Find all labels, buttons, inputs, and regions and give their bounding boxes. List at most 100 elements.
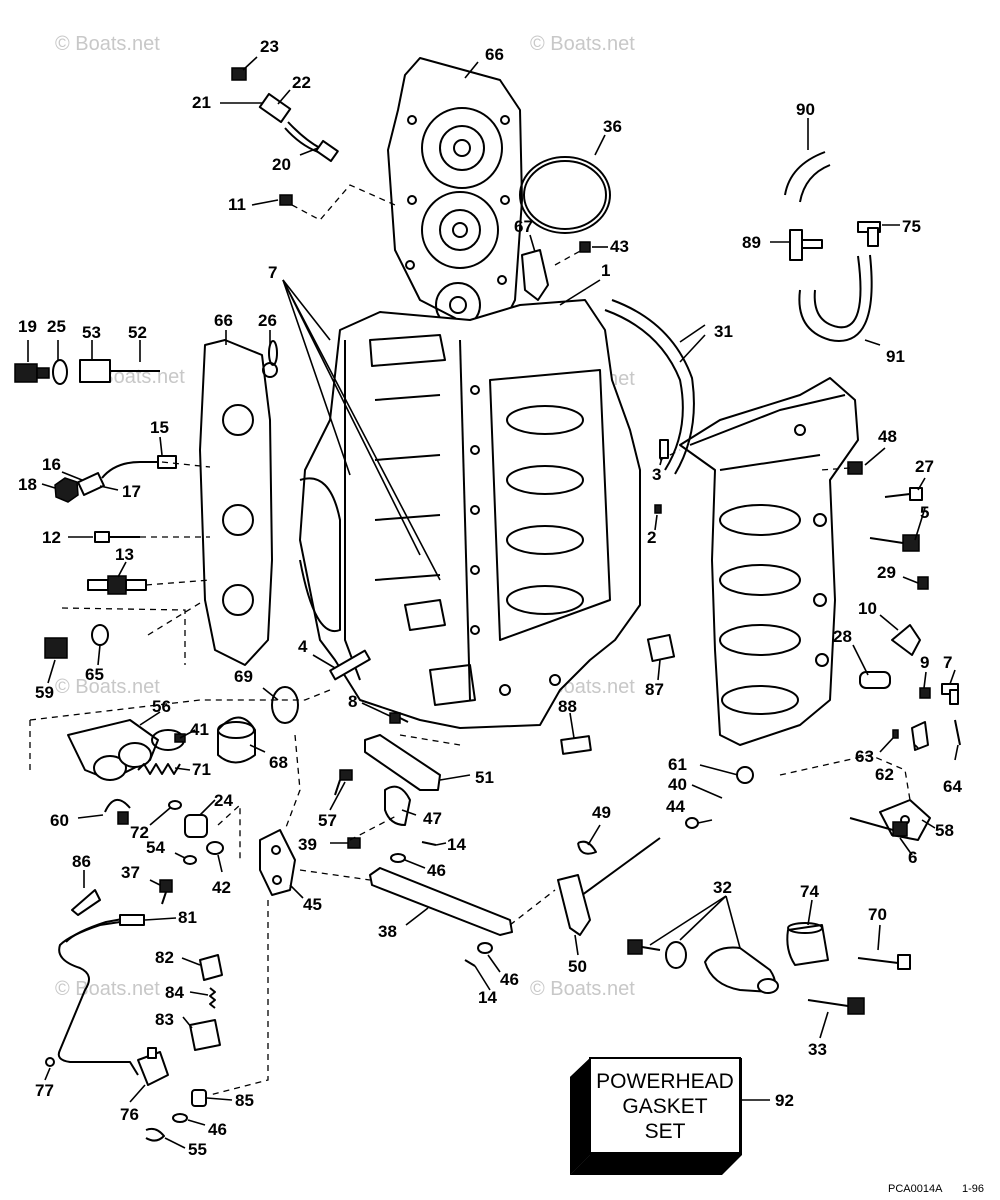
sensor-harness-81 [57,914,145,1076]
callout-label: 63 [855,747,874,766]
mount-68 [217,716,256,764]
screw-57 [334,769,353,796]
bumper-88 [560,735,592,755]
cotter-pin-49 [577,840,597,855]
fitting-48 [847,461,863,475]
thermostat-52 [79,359,160,383]
nut-18 [54,477,79,503]
callout-label: 86 [72,852,91,871]
throttle-link-50 [557,837,661,936]
pin-2 [654,504,662,514]
bolt-5 [869,534,920,552]
callout-label: 11 [228,195,246,214]
callout-label: 48 [878,427,897,446]
callout-label: 76 [120,1105,139,1124]
switch-76 [137,1047,169,1086]
callout-label: 75 [902,217,921,236]
callout-label: 40 [668,775,687,794]
callout-label: 16 [42,455,61,474]
callout-label: 66 [214,311,233,330]
bolt-6 [849,817,908,837]
screw-29 [917,576,929,590]
hose-clamp-60 [104,799,131,825]
gasket-set-line3: SET [645,1120,686,1143]
callout-label: 18 [18,475,37,494]
callout-label: 31 [714,322,733,341]
callout-label: 43 [610,237,629,256]
bolt-32 [627,939,661,955]
callout-label: 36 [603,117,622,136]
mount-74 [786,922,829,966]
callout-label: 38 [378,922,397,941]
temp-sensor-15-17 [77,455,177,496]
callout-label: 51 [475,768,494,787]
watermark-4: © Boats.net [55,676,160,698]
callout-label: 69 [234,667,253,686]
callout-label: 54 [146,838,165,857]
callout-label: 12 [42,528,61,547]
terminal-77 [45,1057,55,1067]
callout-label: 67 [514,217,533,236]
watermark-7: © Boats.net [530,978,635,1000]
spring-71 [137,763,181,775]
spring-84 [209,987,216,1009]
spark-plug-13 [87,575,147,595]
hose-91 [798,254,873,342]
dashed-assembly-lines [29,184,911,1096]
watermark-2: © Boats.net [530,33,635,55]
water-cover-56 [67,719,159,781]
callout-label: 68 [269,753,288,772]
callout-label: 33 [808,1040,827,1059]
callout-label: 66 [485,45,504,64]
washer-32 [665,941,687,969]
plug-11 [279,194,293,206]
hose-31 [604,309,684,471]
callout-label: 77 [35,1081,54,1100]
callout-label: 21 [192,93,211,112]
callout-label: 7 [943,653,952,672]
clip-55 [145,1127,165,1142]
callout-label: 74 [800,882,819,901]
mount-32 [704,946,779,994]
washer-54 [183,855,197,865]
washer-69 [271,686,299,724]
callout-label: 64 [943,777,962,796]
callout-label: 13 [115,545,134,564]
clip-82 [199,954,223,981]
clip-83 [189,1019,221,1051]
callout-label: 90 [796,100,815,119]
leader-lines [27,56,959,1149]
bumper-87 [646,633,676,663]
gasket-26 [268,340,278,366]
gasket-set-line2: GASKET [622,1095,707,1118]
callout-label: 57 [318,811,337,830]
gasket-25 [52,359,68,385]
hose-90 [784,151,826,196]
callout-label: 4 [298,637,308,656]
callout-label: 58 [935,821,954,840]
callout-label: 81 [178,908,197,927]
bolt-70 [857,954,911,970]
callout-label: 3 [652,465,661,484]
callout-label: 14 [478,988,497,1007]
pin-63 [892,729,899,739]
dowel-3 [659,439,669,459]
callout-label: 32 [713,878,732,897]
washer-46b [477,942,493,954]
clip-62 [911,721,929,751]
callout-label: 2 [647,528,656,547]
callout-labels: 23 66 22 21 20 36 90 11 67 43 75 89 7 1 … [18,37,962,1159]
washer-46a [390,853,406,863]
washer-46c [172,1113,188,1123]
connector-22 [258,92,339,163]
gasket-set-box: POWERHEAD GASKET SET [570,1057,742,1175]
figure-date: 1-96 [962,1183,984,1195]
callout-label: 47 [423,809,442,828]
callout-label: 42 [212,878,231,897]
callout-label: 46 [500,970,519,989]
callout-label: 7 [268,263,277,282]
pin-14a [421,841,437,846]
tee-fitting-89 [789,229,823,261]
callout-label: 37 [121,863,140,882]
callout-label: 14 [447,835,466,854]
